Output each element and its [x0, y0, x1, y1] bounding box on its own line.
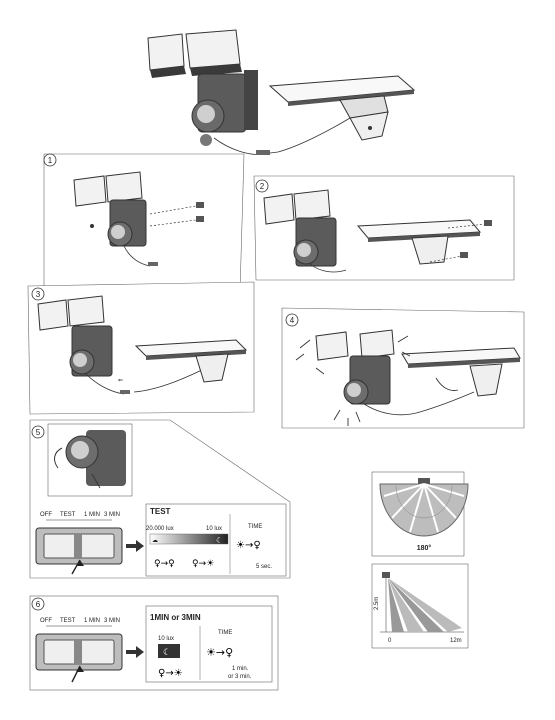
step-6-switch-off: OFF: [40, 618, 52, 624]
detection-angle-view: 180°: [371, 471, 469, 557]
svg-text:☾: ☾: [216, 536, 223, 545]
step-5-duration: 5 sec.: [256, 564, 272, 570]
step-5-time-label: TIME: [248, 524, 262, 530]
step-5-switch-off: OFF: [40, 512, 52, 518]
step-2-number: 2: [260, 182, 265, 191]
step-2-panel: 2: [253, 175, 515, 281]
step-5-number: 5: [36, 428, 41, 437]
step-4-number: 4: [290, 316, 295, 325]
svg-text:♀→♀: ♀→♀: [154, 559, 175, 569]
step-5-switch-3min: 3 MIN: [104, 512, 120, 518]
step-6-switch-3min: 3 MIN: [104, 618, 120, 624]
step-4-panel: 4: [281, 307, 525, 429]
step-5-lux-low: 10 lux: [206, 526, 222, 532]
step-5-switch-1min: 1 MIN: [84, 512, 100, 518]
step-3-number: 3: [36, 290, 41, 299]
step-5-panel: 5 OFF TEST 1 MIN 3 MIN TEST 20.000 lux 1…: [29, 419, 291, 579]
step-5-switch-test: TEST: [60, 512, 76, 518]
step-5-lux-high: 20.000 lux: [146, 526, 174, 532]
step-5-test-title: TEST: [150, 507, 171, 516]
step-3-panel: 3 ⇐: [27, 281, 255, 415]
svg-text:☾: ☾: [163, 648, 171, 658]
svg-text:♀→☀: ♀→☀: [158, 668, 183, 679]
step-6-time-label: TIME: [218, 630, 232, 636]
svg-text:☀→♀: ☀→♀: [206, 646, 233, 659]
svg-text:♀→☀: ♀→☀: [192, 559, 214, 569]
detection-range-end: 12m: [450, 638, 462, 644]
step-6-duration-line2: or 3 min.: [228, 674, 252, 680]
step-6-switch-test: TEST: [60, 618, 76, 624]
step-6-switch-1min: 1 MIN: [84, 618, 100, 624]
step-6-title: 1MIN or 3MIN: [150, 613, 201, 622]
step-6-lux: 10 lux: [158, 636, 174, 642]
detection-angle-label: 180°: [417, 544, 432, 552]
hero-assembly: [147, 29, 416, 155]
step-1-panel: 1: [43, 153, 245, 293]
step-6-panel: 6 OFF TEST 1 MIN 3 MIN 1MIN or 3MIN 10 l…: [29, 595, 279, 691]
svg-text:☀→♀: ☀→♀: [236, 540, 261, 551]
svg-text:⇐: ⇐: [118, 378, 123, 384]
detection-height-label: 2.5m: [374, 597, 380, 610]
detection-range-start: 0: [388, 638, 392, 644]
step-6-duration-line1: 1 min.: [232, 666, 249, 672]
svg-text:☁: ☁: [152, 538, 158, 544]
step-6-number: 6: [36, 600, 41, 609]
step-1-number: 1: [48, 156, 53, 165]
detection-range-view: 2.5m 0 12m: [371, 563, 469, 649]
